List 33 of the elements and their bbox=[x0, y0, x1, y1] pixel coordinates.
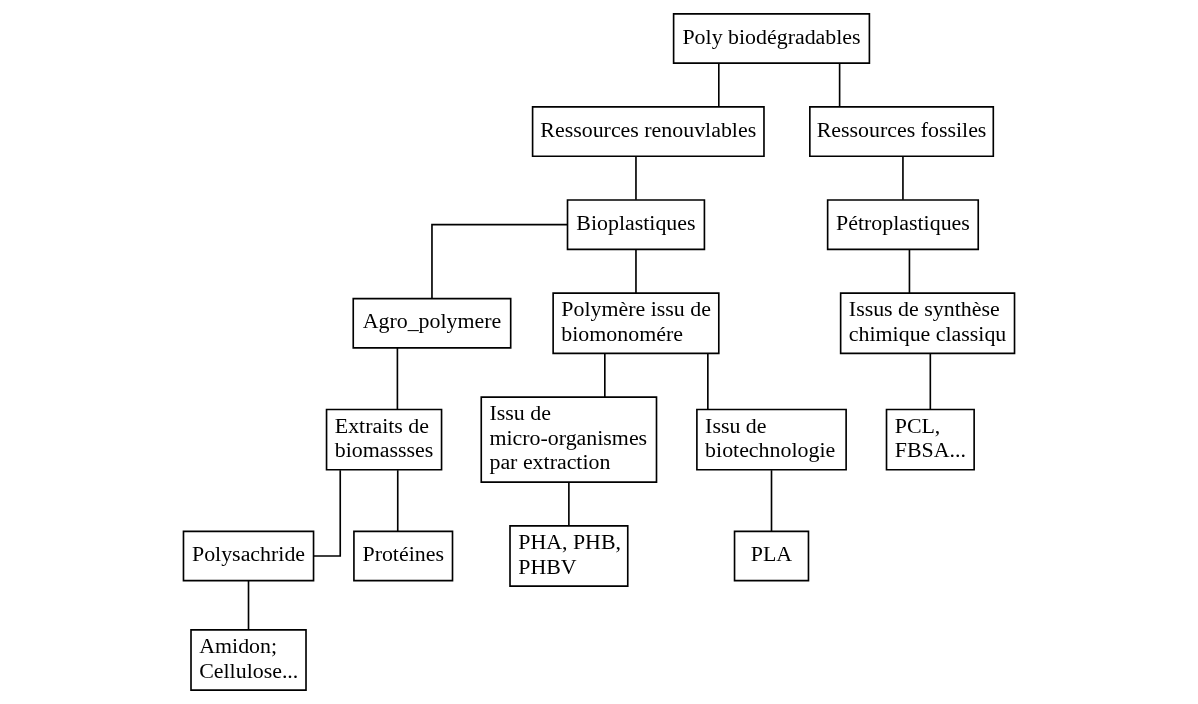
node-box: Extraits de biomassses bbox=[325, 408, 443, 471]
connector bbox=[568, 481, 570, 527]
connector bbox=[396, 469, 399, 532]
node-box: Issu de micro-organismes par extraction bbox=[480, 396, 658, 483]
connector bbox=[770, 469, 773, 532]
connector bbox=[604, 353, 606, 398]
node-box: Issu de biotechnologie bbox=[696, 408, 847, 471]
connector bbox=[717, 62, 720, 108]
node-box: Agro_polymere bbox=[352, 297, 512, 349]
node-box: Issus de synthèse chimique classiqu bbox=[839, 292, 1016, 355]
connector bbox=[431, 223, 569, 300]
connector bbox=[707, 353, 709, 411]
node-box: Amidon; Cellulose... bbox=[190, 629, 307, 691]
node-box: Pétroplastiques bbox=[826, 199, 980, 251]
node-box: Ressources fossiles bbox=[809, 106, 995, 158]
node-box: PHA, PHB, PHBV bbox=[509, 525, 629, 587]
node-box: Polymère issu de biomonomére bbox=[552, 292, 720, 355]
connector bbox=[396, 347, 399, 410]
node-box: Poly biodégradables bbox=[672, 13, 871, 64]
node-box: PCL, FBSA... bbox=[885, 408, 975, 471]
node-box: Ressources renouvlables bbox=[531, 106, 765, 158]
node-box: PLA bbox=[733, 530, 810, 582]
connector bbox=[312, 469, 342, 557]
connector bbox=[902, 155, 904, 201]
connector bbox=[908, 248, 911, 294]
connector bbox=[635, 248, 637, 294]
connector bbox=[929, 353, 932, 411]
node-box: Polysachride bbox=[182, 530, 315, 582]
node-box: Protéines bbox=[353, 530, 454, 582]
connector bbox=[635, 155, 637, 201]
node-box: Bioplastiques bbox=[566, 199, 706, 251]
connector bbox=[838, 62, 841, 108]
connector bbox=[247, 579, 250, 631]
